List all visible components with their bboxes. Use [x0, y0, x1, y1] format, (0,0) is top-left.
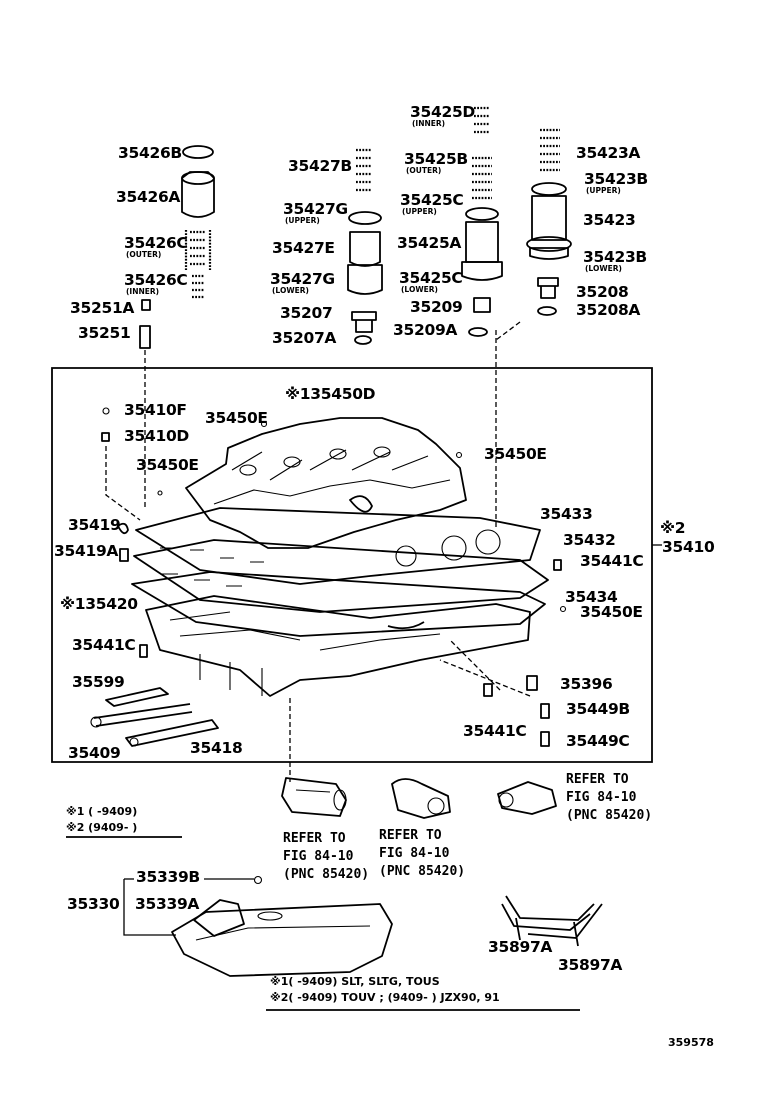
part-number-label: 35208 [576, 283, 628, 301]
valve-column-right-center [461, 106, 503, 530]
part-number-label: 35441C [463, 722, 527, 740]
part-number-label: 35418 [190, 739, 242, 757]
part-number-label: 35209 [410, 298, 462, 316]
solenoid-right [497, 781, 557, 815]
detent-and-pipe [90, 687, 219, 747]
refer-note-line: REFER TO [379, 828, 442, 843]
refer-labels: REFER TO FIG 84-10 (PNC 85420) REFER TO FIG … [283, 772, 652, 882]
part-number-label: 35410D [124, 427, 189, 445]
part-number-label: 35426B [118, 144, 182, 162]
part-number-label: 35425D [410, 103, 475, 121]
diagram-id: 359578 [668, 1036, 714, 1049]
part-sub-label: (LOWER) [272, 286, 309, 295]
part-number-label: 35207 [280, 304, 332, 322]
refer-note-line: FIG 84-10 [379, 846, 450, 861]
part-sub-label: (UPPER) [586, 186, 621, 195]
part-number-label: 35423B [584, 170, 648, 188]
valve-column-middle [347, 148, 383, 345]
part-sub-label: (INNER) [412, 119, 445, 128]
part-number-label: 35897A [558, 956, 622, 974]
lower-valve-body [145, 595, 531, 697]
part-number-label: 35426C [124, 271, 188, 289]
part-number-label: 35423A [576, 144, 640, 162]
assembly-box [51, 367, 662, 763]
part-number-label: 35449C [566, 732, 630, 750]
part-number-label: 35427B [288, 157, 352, 175]
part-sub-label: (OUTER) [126, 250, 161, 259]
part-number-label: 35450E [136, 456, 199, 474]
part-number-label: 35897A [488, 938, 552, 956]
part-number-label: 35426C [124, 234, 188, 252]
legend-left-line1: ※1 ( -9409) [66, 805, 137, 818]
part-number-label: 35423 [583, 211, 635, 229]
oil-pipes [501, 895, 603, 947]
part-number-label: 35339B [136, 868, 200, 886]
part-number-label: 35599 [72, 673, 124, 691]
legend-left-group: ※1 ( -9409) ※2 (9409- ) [66, 805, 182, 838]
part-number-label: ※135420 [60, 595, 138, 613]
part-number-label: 35410 [662, 538, 715, 556]
part-number-label: 35425C [399, 269, 463, 287]
part-number-label: 35450E [580, 603, 643, 621]
upper-valve-body [185, 417, 467, 549]
part-number-label: 35425B [404, 150, 468, 168]
oil-strainer [123, 875, 393, 977]
part-number-label: 35427E [272, 239, 335, 257]
legend-bottom-line2: ※2( -9409) TOUV ; (9409- ) JZX90, 91 [270, 991, 500, 1004]
part-number-label: 35441C [580, 552, 644, 570]
part-sub-label: (LOWER) [585, 264, 622, 273]
legend-bottom-line1: ※1( -9409) SLT, SLTG, TOUS [270, 975, 440, 988]
refer-note-line: (PNC 85420) [379, 864, 465, 879]
part-number-label: 35251A [70, 299, 134, 317]
separator-plates [131, 507, 549, 637]
part-number-label: 35432 [563, 531, 615, 549]
part-number-label: 35449B [566, 700, 630, 718]
refer-note-line: REFER TO [283, 831, 346, 846]
part-number-label: ※2 [660, 519, 685, 537]
refer-note-line: (PNC 85420) [283, 867, 369, 882]
part-number-label: 35251 [78, 324, 130, 342]
solenoid-left [281, 777, 347, 817]
refer-note-line: FIG 84-10 [566, 790, 637, 805]
part-number-label: 35208A [576, 301, 640, 319]
legend-left-line2: ※2 (9409- ) [66, 821, 137, 834]
part-number-label: 35425A [397, 234, 461, 252]
part-number-label: 35450E [484, 445, 547, 463]
part-number-label: 35419 [68, 516, 120, 534]
refer-note-line: REFER TO [566, 772, 629, 787]
part-number-label: 35396 [560, 675, 612, 693]
part-sub-label: (OUTER) [406, 166, 441, 175]
small-pins [101, 407, 567, 747]
part-number-label: 35427G [283, 200, 348, 218]
part-number-label: 35427G [270, 270, 335, 288]
part-number-label: 35209A [393, 321, 457, 339]
part-sub-label: (UPPER) [285, 216, 320, 225]
part-number-label: 35410F [124, 401, 187, 419]
part-number-label: 35441C [72, 636, 136, 654]
part-number-label: 35433 [540, 505, 592, 523]
part-sub-label: (INNER) [126, 287, 159, 296]
part-number-label: 35423B [583, 248, 647, 266]
part-number-label: 35426A [116, 188, 180, 206]
refer-note-line: FIG 84-10 [283, 849, 354, 864]
part-number-label: 35434 [565, 588, 618, 606]
part-sub-label: (LOWER) [401, 285, 438, 294]
part-number-label: 35419A [54, 542, 118, 560]
part-number-label: 35339A [135, 895, 199, 913]
solenoid-middle [391, 778, 451, 819]
part-number-label: ※135450D [285, 385, 376, 403]
valve-column-left [139, 145, 215, 510]
part-number-label: 35450E [205, 409, 268, 427]
part-number-label: 35409 [68, 744, 120, 762]
valve-column-right [495, 128, 572, 341]
refer-note-line: (PNC 85420) [566, 808, 652, 823]
legend-bottom-group: ※1( -9409) SLT, SLTG, TOUS ※2( -9409) TO… [266, 975, 580, 1011]
part-sub-label: (UPPER) [402, 207, 437, 216]
part-number-label: 35330 [67, 895, 120, 913]
part-number-label: 35425C [400, 191, 464, 209]
part-number-label: 35207A [272, 329, 336, 347]
